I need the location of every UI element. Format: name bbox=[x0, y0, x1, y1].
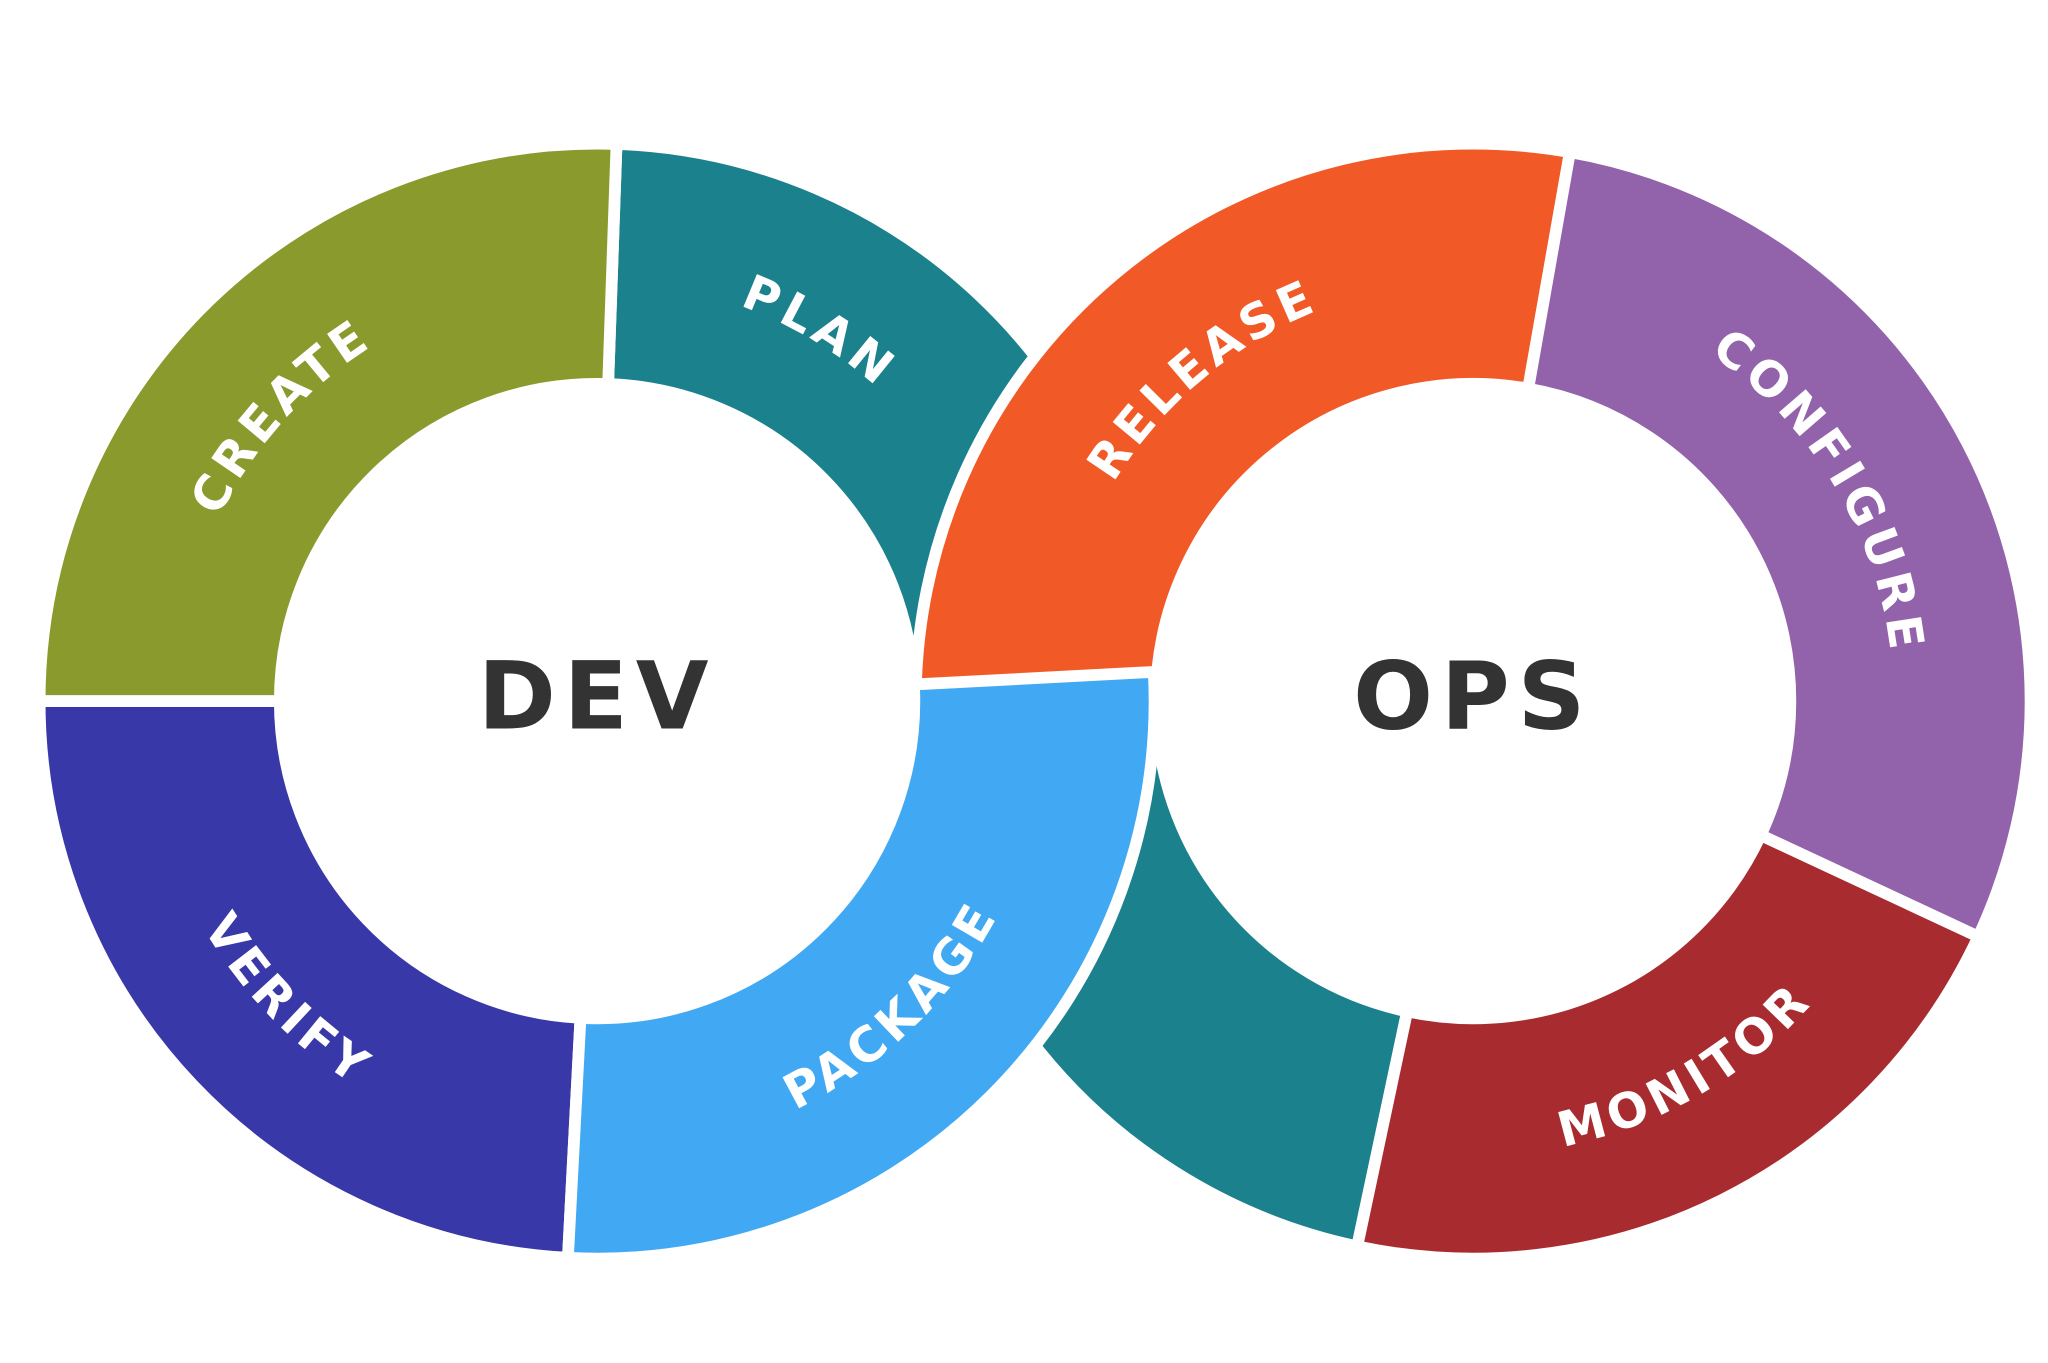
hub-label-dev: DEV bbox=[478, 642, 717, 751]
stage-segments bbox=[33, 137, 2037, 1265]
stage-segment-release bbox=[909, 137, 1577, 707]
stage-segment-configure bbox=[1521, 145, 2037, 945]
hub-label-ops: OPS bbox=[1353, 642, 1593, 751]
stage-segment-verify bbox=[33, 695, 587, 1264]
stage-segment-monitor bbox=[1350, 827, 1987, 1265]
stage-segment-create bbox=[33, 137, 623, 707]
stage-segment-package bbox=[561, 665, 1161, 1265]
